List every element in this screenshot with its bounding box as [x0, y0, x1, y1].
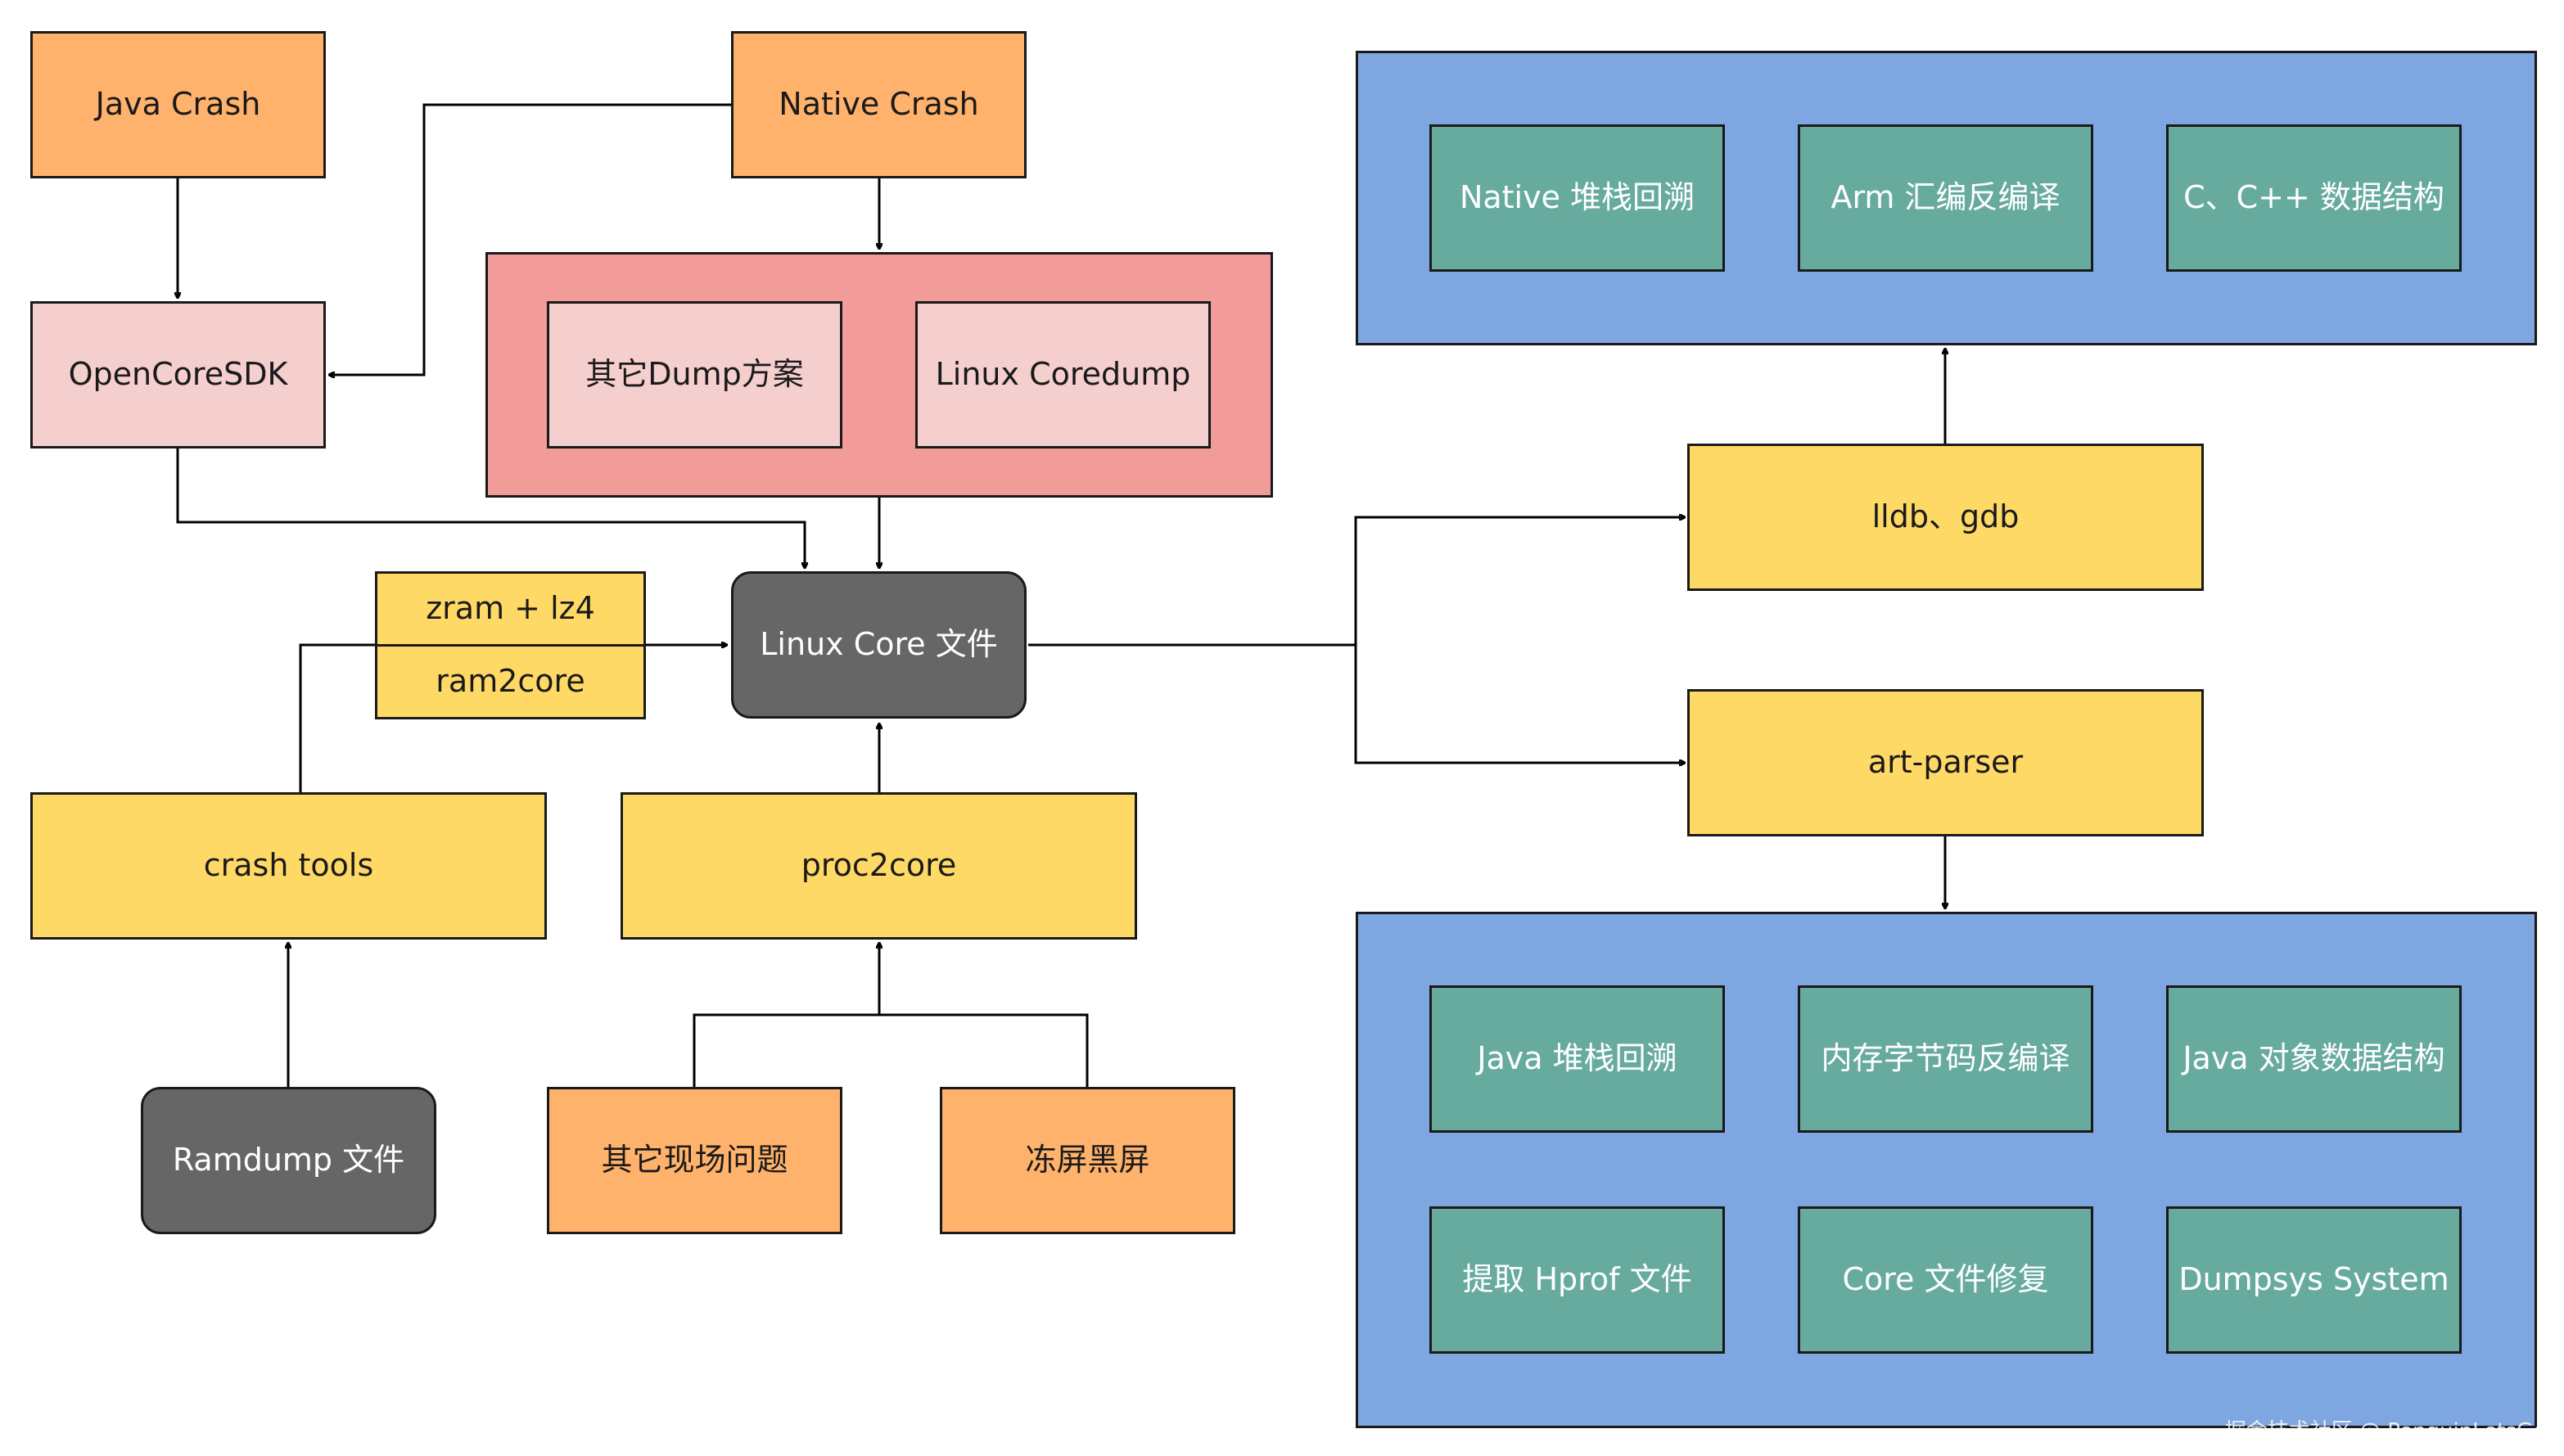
- dumpsys-system-node: Dumpsys System: [2166, 1206, 2462, 1354]
- other-field-issues-node: 其它现场问题: [547, 1087, 842, 1234]
- native-stack-backtrace-node: Native 堆栈回溯: [1429, 124, 1725, 272]
- edge-native-crash-to-opencoresdk: [329, 103, 731, 375]
- edge-other-issues-to-proc2core: [693, 943, 879, 1087]
- edge-core-file-to-lldb: [1028, 517, 1685, 647]
- native-crash-node: Native Crash: [731, 31, 1027, 178]
- java-stack-backtrace-node: Java 堆栈回溯: [1429, 985, 1725, 1133]
- edge-freeze-to-proc2core: [879, 1013, 1089, 1087]
- opencoresdk-node: OpenCoreSDK: [30, 301, 326, 449]
- arm-disassembly-node: Arm 汇编反编译: [1798, 124, 2093, 272]
- edge-core-file-to-art-parser: [1354, 645, 1685, 763]
- bytecode-decompile-node: 内存字节码反编译: [1798, 985, 2093, 1133]
- proc2core-node: proc2core: [621, 792, 1137, 940]
- lldb-gdb-node: lldb、gdb: [1687, 444, 2204, 591]
- ramdump-file-node: Ramdump 文件: [141, 1087, 436, 1234]
- freeze-black-screen-node: 冻屏黑屏: [940, 1087, 1235, 1234]
- other-dump-node: 其它Dump方案: [547, 301, 842, 449]
- extract-hprof-node: 提取 Hprof 文件: [1429, 1206, 1725, 1354]
- java-crash-node: Java Crash: [30, 31, 326, 178]
- ram2core-node: ram2core: [375, 644, 646, 719]
- watermark-text: 掘金技术社区 @ PenguinLetsGo: [2224, 1419, 2546, 1444]
- edge-opencoresdk-to-core-file: [176, 449, 805, 568]
- linux-core-file-node: Linux Core 文件: [731, 571, 1027, 719]
- zram-lz4-node: zram + lz4: [375, 571, 646, 647]
- java-object-structure-node: Java 对象数据结构: [2166, 985, 2462, 1133]
- linux-coredump-node: Linux Coredump: [915, 301, 1211, 449]
- crash-tools-node: crash tools: [30, 792, 547, 940]
- core-file-repair-node: Core 文件修复: [1798, 1206, 2093, 1354]
- c-cpp-data-structure-node: C、C++ 数据结构: [2166, 124, 2462, 272]
- art-parser-node: art-parser: [1687, 689, 2204, 836]
